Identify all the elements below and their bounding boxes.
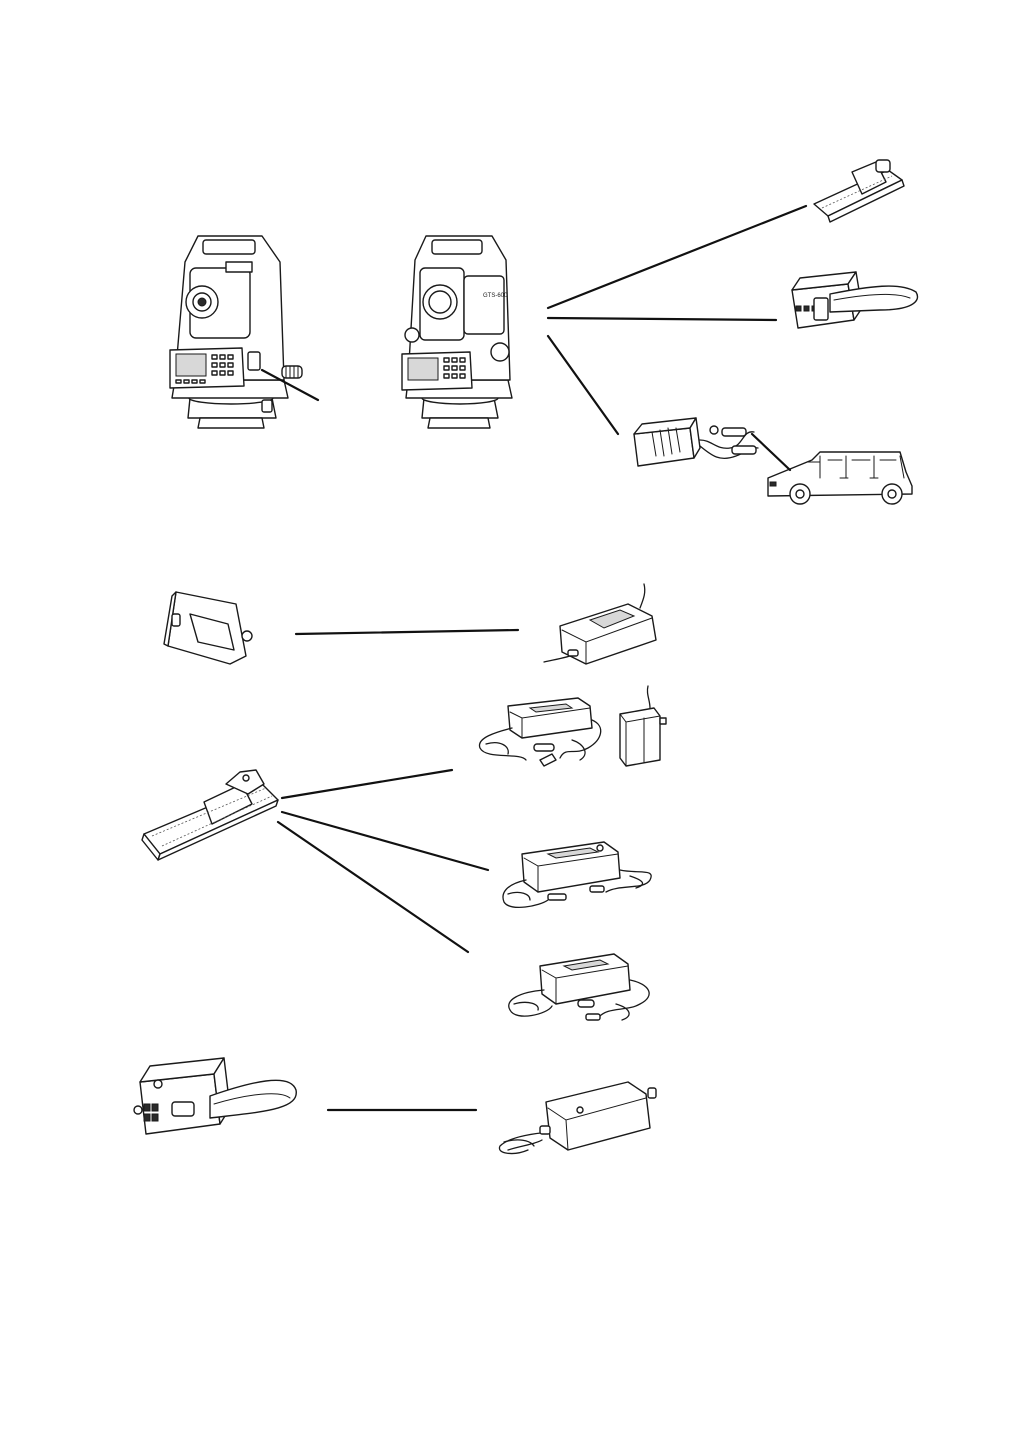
charger-3 bbox=[503, 842, 651, 907]
total-station-right: GTS-600 bbox=[402, 236, 512, 428]
car-battery-adapter bbox=[634, 418, 758, 466]
battery-pack-top bbox=[814, 160, 904, 222]
onboard-battery bbox=[164, 592, 252, 664]
battery-pack-mid bbox=[142, 770, 278, 860]
connection-line-row1 bbox=[296, 630, 518, 634]
car bbox=[768, 452, 912, 504]
connection-lines-row2 bbox=[278, 770, 488, 952]
keypad-right bbox=[444, 358, 465, 378]
charger-4 bbox=[509, 954, 649, 1020]
large-battery-box-bottom bbox=[134, 1058, 296, 1134]
charger-5 bbox=[499, 1082, 656, 1153]
transformer-plug bbox=[620, 686, 666, 766]
charger-1 bbox=[544, 584, 656, 664]
charger-2 bbox=[479, 698, 600, 766]
total-station-left bbox=[170, 236, 302, 428]
large-battery-box-top bbox=[792, 272, 918, 328]
instrument-model-label: GTS-600 bbox=[483, 293, 508, 299]
